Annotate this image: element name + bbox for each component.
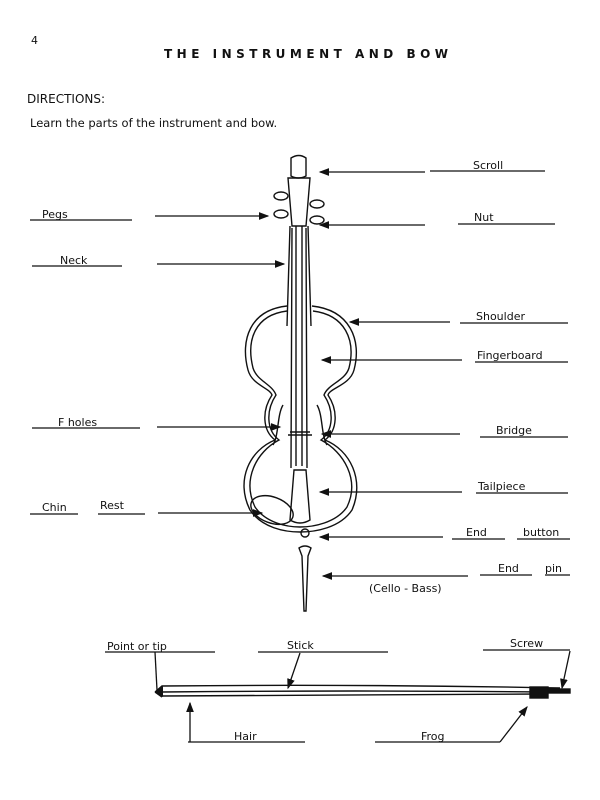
label-f-holes: F holes <box>58 416 98 429</box>
directions-text: Learn the parts of the instrument and bo… <box>30 116 278 130</box>
label-shoulder: Shoulder <box>476 310 525 323</box>
label-frog: Frog <box>421 730 445 743</box>
bow-tip <box>155 686 163 697</box>
label-rest: Rest <box>100 499 124 512</box>
directions-heading: DIRECTIONS: <box>27 92 106 106</box>
label-fingerboard: Fingerboard <box>477 349 543 362</box>
answer-underlines <box>30 170 570 743</box>
label-screw: Screw <box>510 637 544 650</box>
label-point: Point or tip <box>107 640 167 653</box>
violin-drawing <box>243 154 358 612</box>
page-title: THE INSTRUMENT AND BOW <box>164 47 453 61</box>
label-tailpiece: Tailpiece <box>478 480 526 493</box>
label-end-pin-2: pin <box>545 562 563 575</box>
label-hair: Hair <box>234 730 257 743</box>
pointer-arrows <box>155 168 571 743</box>
label-neck: Neck <box>60 254 88 267</box>
label-stick: Stick <box>287 639 314 652</box>
label-scroll: Scroll <box>473 159 504 172</box>
bow-drawing <box>154 684 571 699</box>
label-end-pin-note: (Cello - Bass) <box>369 582 442 595</box>
label-end-button-2: button <box>523 526 560 539</box>
label-end-pin-1: End <box>498 562 519 575</box>
label-bridge: Bridge <box>496 424 532 437</box>
label-nut: Nut <box>474 211 494 224</box>
page-number: 4 <box>31 34 38 47</box>
label-end-button-1: End <box>466 526 487 539</box>
label-chin: Chin <box>42 501 67 514</box>
label-pegs: Pegs <box>42 208 68 221</box>
